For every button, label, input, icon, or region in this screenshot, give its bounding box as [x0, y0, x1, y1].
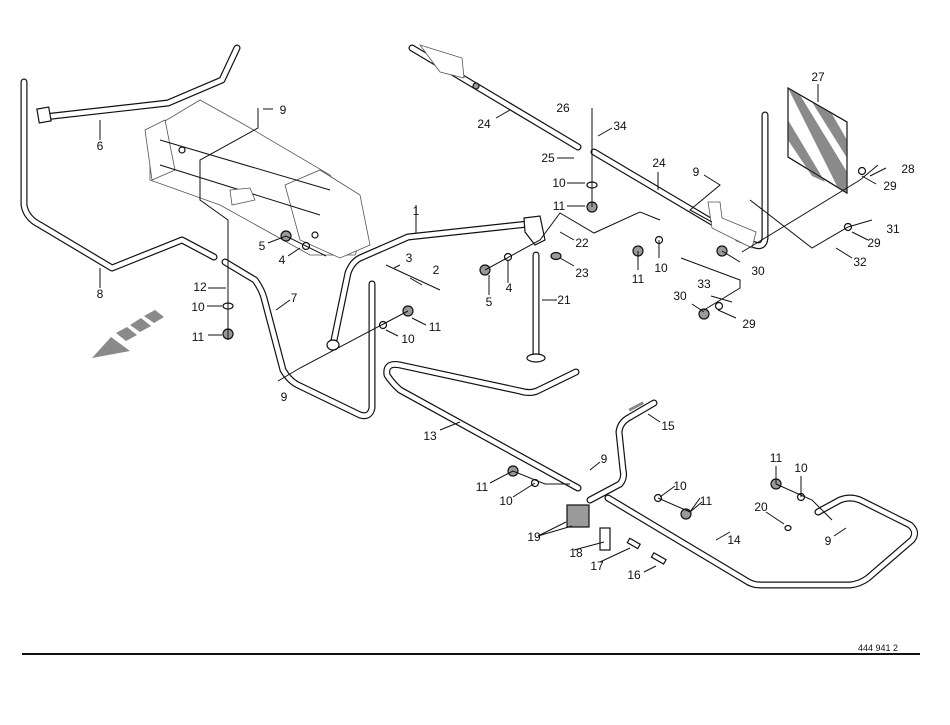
tube-6 [36, 44, 241, 124]
callout-10: 10 [552, 176, 566, 190]
callout-5: 5 [258, 239, 266, 253]
callout-29: 29 [867, 236, 881, 250]
callout-11: 11 [769, 451, 783, 465]
callout-9: 9 [600, 452, 608, 466]
callout-11: 11 [428, 320, 442, 334]
callout-26: 26 [556, 101, 570, 115]
warning-sign-27 [787, 86, 848, 195]
callout-10: 10 [794, 461, 808, 475]
chassis-frame [144, 99, 371, 259]
callout-9: 9 [824, 534, 832, 548]
callout-25: 25 [541, 151, 555, 165]
drawing-number: 444 941 2 [858, 643, 899, 653]
callout-30: 30 [673, 289, 687, 303]
callout-24: 24 [652, 156, 666, 170]
callout-5: 5 [485, 295, 493, 309]
callout-11: 11 [631, 272, 645, 286]
callout-32: 32 [853, 255, 867, 269]
callout-12: 12 [193, 280, 207, 294]
callout-18: 18 [569, 546, 583, 560]
callout-11: 11 [699, 494, 713, 508]
callout-28: 28 [901, 162, 915, 176]
callout-6: 6 [96, 139, 104, 153]
tube-7 [221, 258, 376, 420]
callout-10: 10 [654, 261, 668, 275]
callout-7: 7 [290, 291, 298, 305]
direction-arrow-icon [92, 310, 164, 358]
callout-11: 11 [552, 199, 566, 213]
callout-24: 24 [477, 117, 491, 131]
callout-9: 9 [279, 103, 287, 117]
callout-13: 13 [423, 429, 437, 443]
callout-29: 29 [742, 317, 756, 331]
callout-29: 29 [883, 179, 897, 193]
callout-9: 9 [692, 165, 700, 179]
callout-10: 10 [673, 479, 687, 493]
callout-17: 17 [590, 559, 604, 573]
callout-15: 15 [661, 419, 675, 433]
callout-30: 30 [751, 264, 765, 278]
callout-22: 22 [575, 236, 589, 250]
callout-10: 10 [191, 300, 205, 314]
tube-8 [20, 78, 218, 272]
callout-8: 8 [96, 287, 104, 301]
callout-20: 20 [754, 500, 768, 514]
callout-3: 3 [405, 251, 413, 265]
callout-19: 19 [527, 530, 541, 544]
stand-21 [526, 251, 546, 363]
callout-11: 11 [191, 330, 205, 344]
callout-4: 4 [505, 281, 513, 295]
callout-21: 21 [557, 293, 571, 307]
callout-27: 27 [811, 70, 825, 84]
leader-lines [99, 84, 887, 573]
callout-16: 16 [627, 568, 641, 582]
tube-13 [383, 361, 582, 492]
handle-15 [586, 399, 658, 504]
callout-2: 2 [432, 263, 440, 277]
callout-10: 10 [401, 332, 415, 346]
callout-9: 9 [280, 390, 288, 404]
callout-34: 34 [613, 119, 627, 133]
callout-10: 10 [499, 494, 513, 508]
callout-4: 4 [278, 253, 286, 267]
callout-1: 1 [412, 204, 420, 218]
callout-33: 33 [697, 277, 711, 291]
tube-1 [326, 215, 546, 351]
callout-31: 31 [886, 222, 900, 236]
tube-14 [604, 494, 919, 589]
callout-23: 23 [575, 266, 589, 280]
callout-11: 11 [475, 480, 489, 494]
callout-14: 14 [727, 533, 741, 547]
sign-post [707, 111, 769, 250]
footer-rule [22, 653, 920, 655]
rail-24 [408, 44, 716, 226]
